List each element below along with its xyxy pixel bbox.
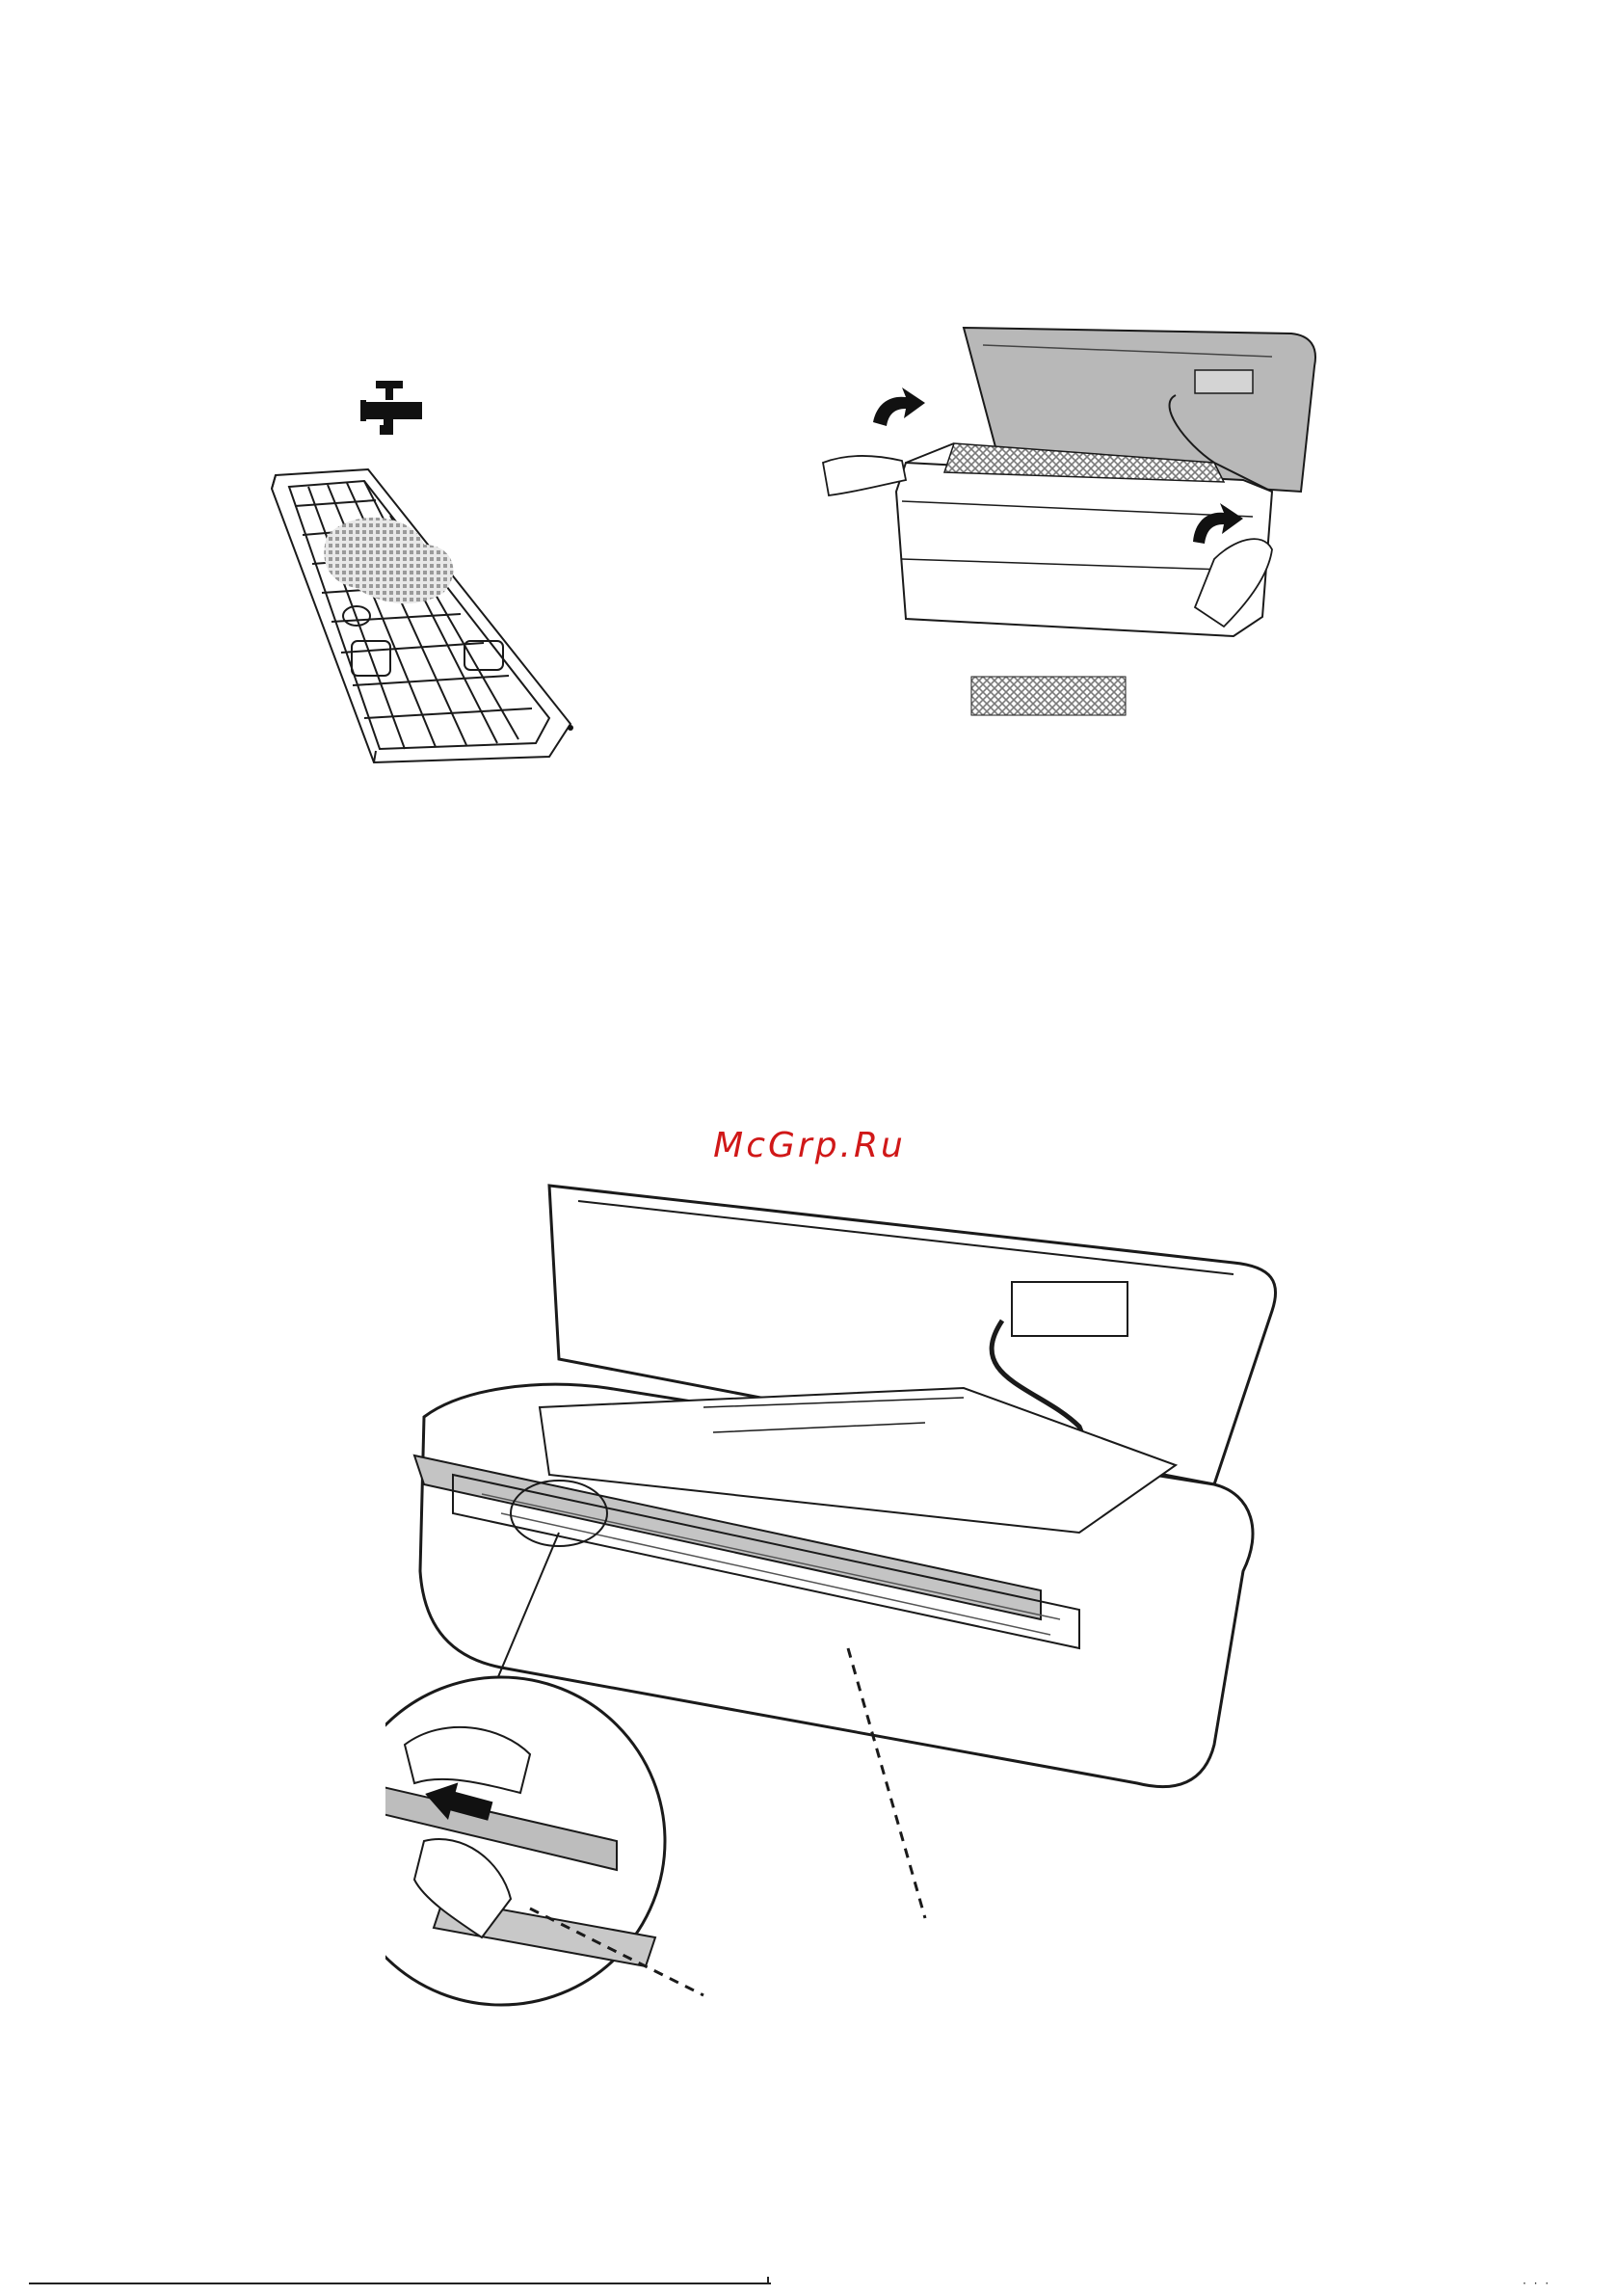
footer-tick — [767, 2277, 769, 2284]
watermark: McGrp.Ru — [578, 1126, 1041, 1165]
mesh-swatch-icon — [971, 677, 1126, 715]
air-filter-icon — [272, 469, 570, 762]
water-tap-icon — [360, 381, 422, 435]
footer-rule — [29, 2283, 771, 2284]
unit-open-illustration — [385, 1166, 1301, 2053]
filter-wash-illustration — [260, 381, 607, 766]
filter-remove-illustration — [809, 318, 1330, 723]
footer-marks: · · · — [1523, 2277, 1551, 2290]
